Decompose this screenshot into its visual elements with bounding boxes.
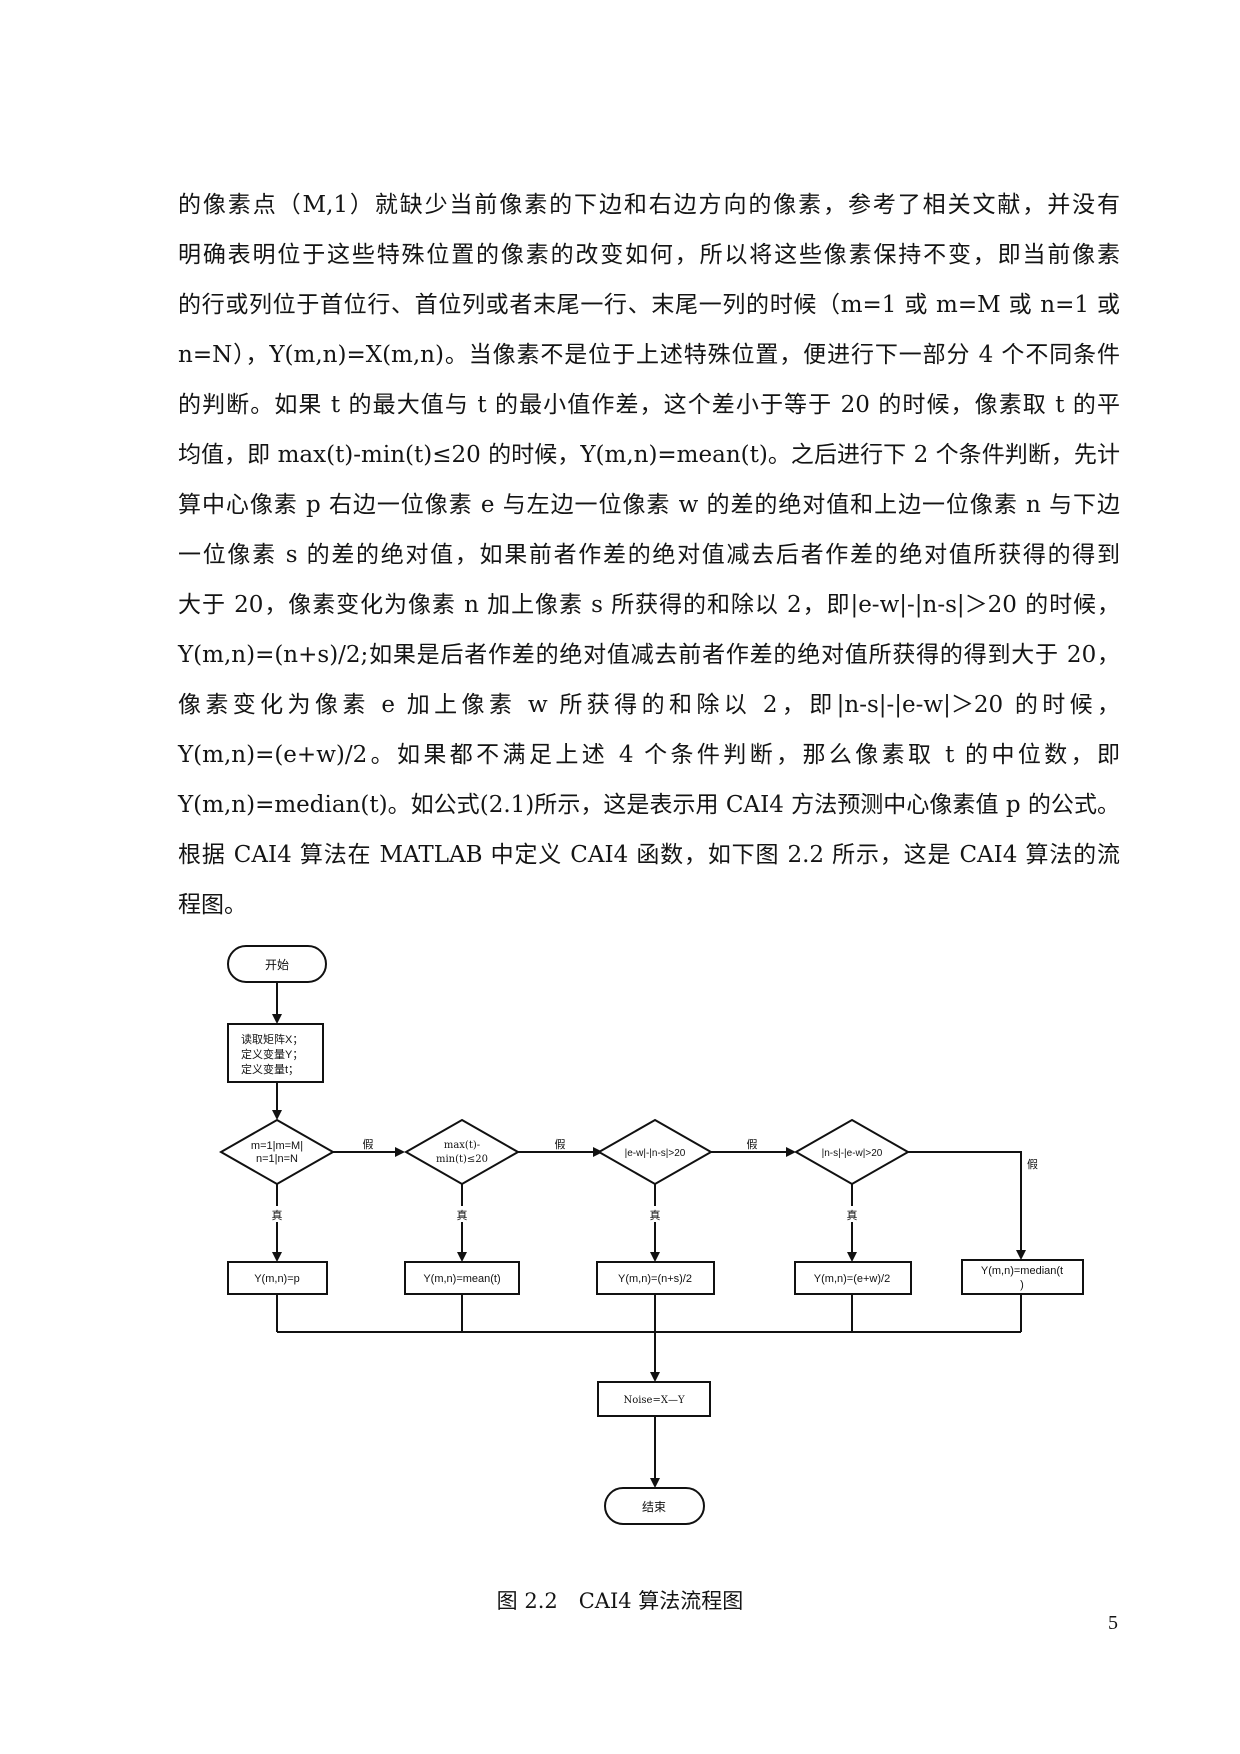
label-backdrop: [647, 1206, 663, 1222]
init-line: 定义变量t；: [241, 1062, 299, 1076]
paragraph-line: 算中心像素 p 右边一位像素 e 与左边一位像素 w 的差的绝对值和上边一位像素…: [178, 492, 1120, 518]
body-paragraph: 的像素点（M,1）就缺少当前像素的下边和右边方向的像素，参考了相关文献，并没有 …: [178, 180, 1120, 930]
arrowhead: [272, 1110, 282, 1120]
end-label: 结束: [642, 1500, 666, 1514]
decision-boundary: [218, 1118, 336, 1186]
action-ns-average-label: Y(m,n)=(n+s)/2: [618, 1273, 692, 1285]
decision-boundary-line: m=1|m=M|: [251, 1140, 303, 1152]
edge-cond4-median: [908, 1151, 1022, 1250]
arrowhead: [457, 1252, 467, 1262]
paragraph-line: 的判断。如果 t 的最大值与 t 的最小值作差，这个差小于等于 20 的时候，像…: [178, 392, 1120, 418]
arrowhead: [650, 1478, 660, 1488]
paragraph-line: n=N），Y(m,n)=X(m,n)。当像素不是位于上述特殊位置，便进行下一部分…: [178, 342, 1120, 368]
arrowhead: [1016, 1250, 1026, 1260]
true-label: 真: [457, 1208, 468, 1222]
decision-range-line: max(t)-: [444, 1140, 480, 1151]
label-backdrop: [844, 1206, 860, 1222]
action-mean: [404, 1261, 520, 1295]
false-label: 假: [1027, 1157, 1038, 1171]
paragraph-line: 的行或列位于首位行、首位列或者末尾一行、末尾一列的时候（m=1 或 m=M 或 …: [178, 292, 1120, 318]
paragraph-line: 根据 CAI4 算法在 MATLAB 中定义 CAI4 函数，如下图 2.2 所…: [178, 842, 1120, 868]
decision-range-line: min(t)≤20: [436, 1154, 488, 1165]
action-keep-p: [227, 1261, 328, 1295]
paragraph-line: 一位像素 s 的差的绝对值，如果前者作差的绝对值减去后者作差的绝对值所获得的得到: [178, 542, 1120, 568]
action-ew-average-label: Y(m,n)=(e+w)/2: [814, 1273, 890, 1285]
paragraph-line: 均值，即 max(t)-min(t)≤20 的时候，Y(m,n)=mean(t)…: [178, 442, 1120, 468]
figure-caption: 图 2.2 CAI4 算法流程图: [496, 1589, 744, 1613]
false-label: 假: [555, 1137, 566, 1151]
arrowhead: [847, 1252, 857, 1262]
paragraph-line: 像素变化为像素 e 加上像素 w 所获得的和除以 2，即|n-s|-|e-w|＞…: [178, 692, 1120, 718]
paragraph-line: Y(m,n)=median(t)。如公式(2.1)所示，这是表示用 CAI4 方…: [178, 792, 1120, 818]
paragraph-line: 程图。: [178, 892, 247, 918]
noise-box-label: Noise=X—Y: [623, 1395, 685, 1406]
page-number: 5: [1108, 1612, 1118, 1634]
action-mean-label: Y(m,n)=mean(t): [423, 1273, 500, 1285]
true-label: 真: [650, 1208, 661, 1222]
arrowhead: [786, 1147, 796, 1157]
false-label: 假: [363, 1137, 374, 1151]
arrowhead: [650, 1372, 660, 1382]
init-line: 定义变量Y；: [241, 1047, 303, 1061]
paragraph-line: Y(m,n)=(n+s)/2;如果是后者作差的绝对值减去前者作差的绝对值所获得的…: [178, 642, 1120, 668]
decision-range: [403, 1118, 521, 1186]
action-keep-p-label: Y(m,n)=p: [254, 1273, 300, 1285]
paragraph-line: Y(m,n)=(e+w)/2。如果都不满足上述 4 个条件判断，那么像素取 t …: [178, 742, 1120, 768]
label-backdrop: [454, 1206, 470, 1222]
arrowhead: [395, 1147, 405, 1157]
paragraph-line: 大于 20，像素变化为像素 n 加上像素 s 所获得的和除以 2，即|e-w|-…: [178, 592, 1120, 618]
true-label: 真: [272, 1208, 283, 1222]
action-median-line: Y(m,n)=median(t: [981, 1265, 1063, 1277]
init-line: 读取矩阵X；: [241, 1032, 303, 1046]
action-ew-average: [794, 1261, 912, 1295]
decision-boundary-line: n=1|n=N: [256, 1153, 298, 1165]
label-backdrop: [269, 1206, 285, 1222]
action-median: [961, 1259, 1084, 1295]
arrowhead: [650, 1252, 660, 1262]
action-median-line: ): [1020, 1279, 1024, 1291]
decision-vertical-gradient-label: |n-s|-|e-w|>20: [822, 1148, 883, 1159]
arrowhead: [272, 1252, 282, 1262]
init-box: [227, 1023, 324, 1083]
paragraph-line: 明确表明位于这些特殊位置的像素的改变如何，所以将这些像素保持不变，即当前像素: [178, 242, 1120, 268]
arrowhead: [272, 1014, 282, 1024]
decision-horizontal-gradient-label: |e-w|-|n-s|>20: [625, 1148, 686, 1159]
paragraph-line: 的像素点（M,1）就缺少当前像素的下边和右边方向的像素，参考了相关文献，并没有: [178, 192, 1120, 218]
end-terminal: [604, 1487, 705, 1525]
start-label: 开始: [265, 958, 289, 972]
false-label: 假: [747, 1137, 758, 1151]
true-label: 真: [847, 1208, 858, 1222]
